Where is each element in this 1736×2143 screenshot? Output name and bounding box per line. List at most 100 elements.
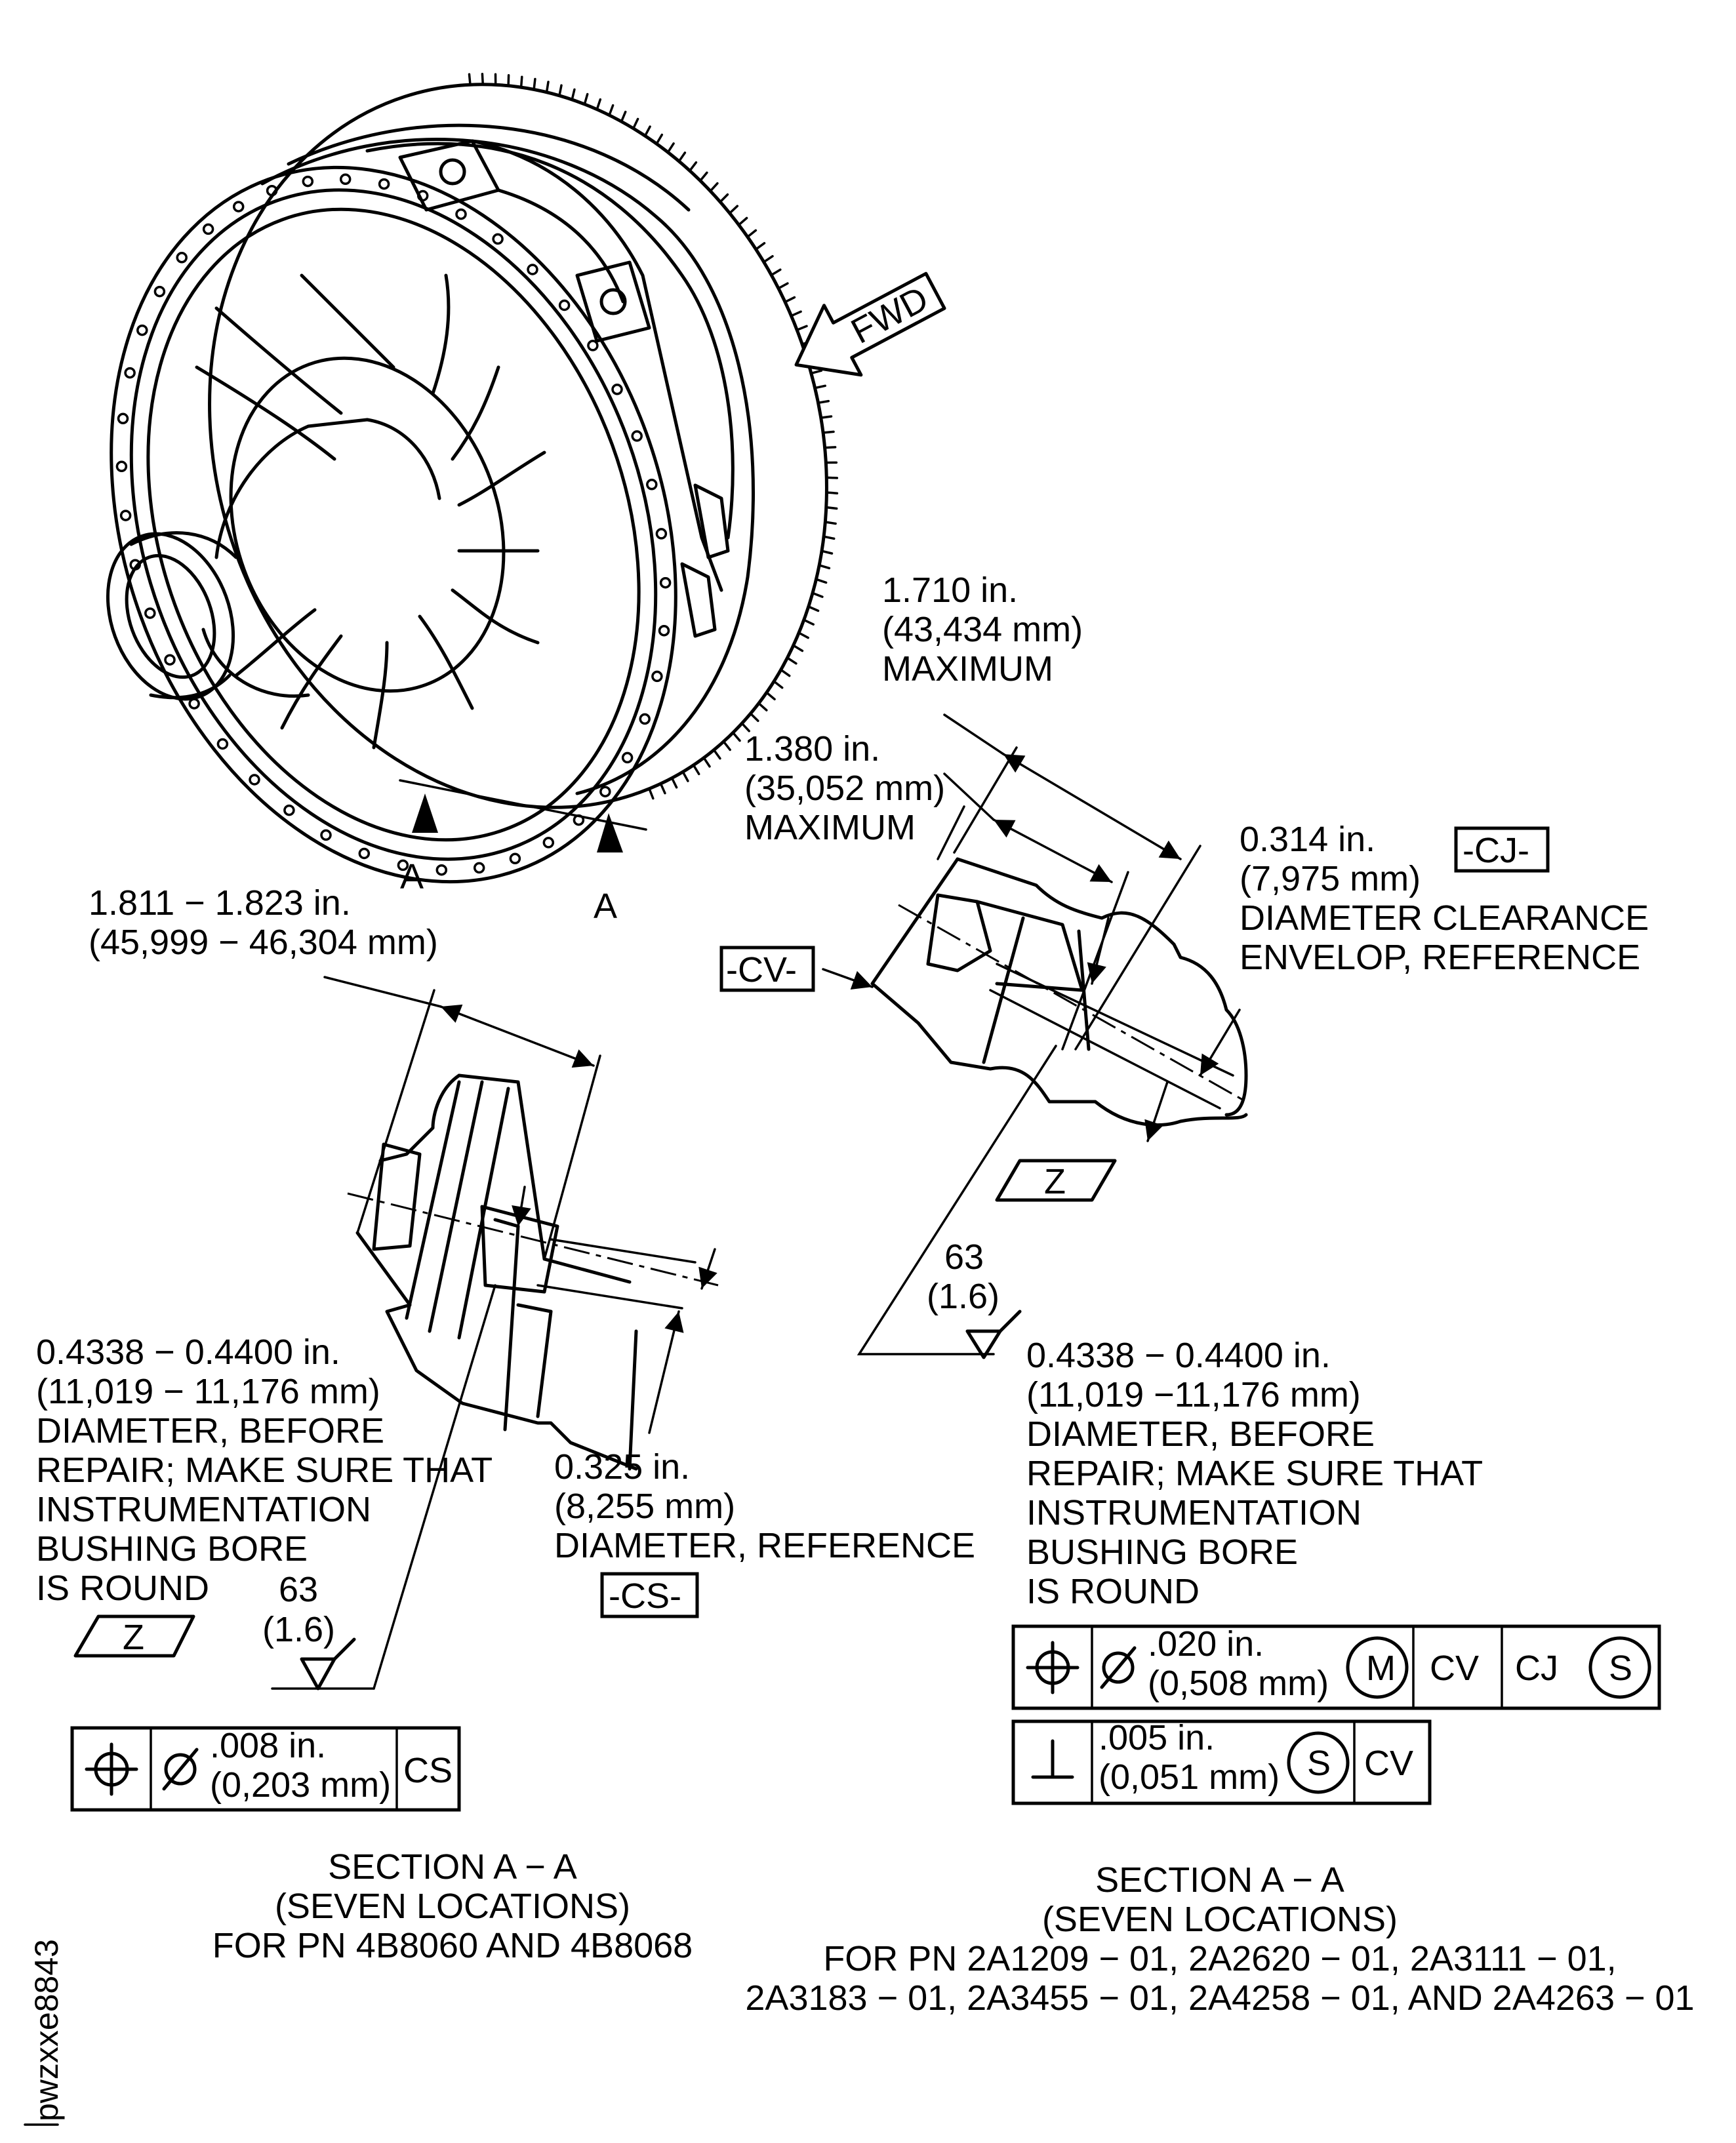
gear-tooth	[731, 731, 741, 742]
bolt-hole	[435, 864, 448, 876]
figure-id: pwzxxe8843	[24, 1939, 65, 2126]
bore-note-right-line: DIAMETER, BEFORE	[1026, 1414, 1375, 1454]
bolt-hole	[655, 528, 668, 540]
bolt-hole	[358, 847, 371, 860]
fwd-label: FWD	[845, 279, 935, 351]
bolt-hole	[621, 751, 634, 764]
finish-value-left: 63	[279, 1570, 318, 1609]
datum-z-left	[73, 1614, 195, 1658]
gear-tooth	[790, 310, 802, 317]
bolt-hole	[473, 862, 485, 874]
dim-1710-note: MAXIMUM	[882, 649, 1053, 689]
position-symbol	[1026, 1641, 1080, 1694]
gear-tooth	[784, 296, 796, 304]
bore-note-right-line: INSTRUMENTATION	[1026, 1493, 1362, 1532]
dim-1380-in: 1.380 in.	[744, 729, 880, 769]
dim-0325-note: DIAMETER, REFERENCE	[554, 1526, 975, 1565]
gear-tooth	[792, 644, 804, 652]
gear-tooth	[688, 161, 698, 172]
gear-tooth	[519, 75, 523, 89]
bolt-hole	[339, 173, 352, 186]
bolt-hole	[216, 738, 229, 750]
bore-note-left-line: DIAMETER, BEFORE	[36, 1411, 384, 1451]
bolt-hole	[631, 430, 643, 442]
gear-tooth	[818, 564, 831, 570]
gear-tooth	[811, 591, 824, 598]
bolt-hole	[599, 786, 611, 797]
gear-tooth	[797, 631, 809, 639]
bolt-hole	[176, 252, 188, 264]
bolt-hole	[320, 829, 332, 841]
datum-cs-box	[600, 1572, 699, 1618]
dim-0314-line3: DIAMETER CLEARANCE	[1240, 898, 1649, 938]
finish-metric-right: (1.6)	[927, 1277, 999, 1316]
bolt-hole	[283, 804, 295, 816]
gear-tooth	[825, 476, 839, 479]
bore-note-left-line: REPAIR; MAKE SURE THAT	[36, 1451, 493, 1490]
position-symbol	[85, 1742, 138, 1796]
bore-note-left-line: IS ROUND	[36, 1569, 209, 1608]
diameter-symbol	[162, 1748, 199, 1791]
svg-text:.008 in.: .008 in.	[210, 1726, 326, 1765]
section-arrow-label-left: A	[400, 857, 424, 896]
gear-tooth	[545, 81, 550, 94]
gear-tooth	[583, 92, 589, 106]
gear-tooth	[773, 680, 784, 689]
bore-note-left-line: INSTRUMENTATION	[36, 1490, 371, 1529]
turbine-assembly-illustration: FWD A A	[106, 73, 946, 926]
gear-tooth	[749, 712, 759, 723]
bore-note-right-line: REPAIR; MAKE SURE THAT	[1026, 1454, 1483, 1493]
gear-tooth	[677, 151, 687, 163]
finish-metric-left: (1.6)	[262, 1610, 335, 1649]
svg-text:S: S	[1307, 1744, 1331, 1783]
diameter-symbol	[1100, 1646, 1137, 1689]
bore-note-right-line: (11,019 −11,176 mm)	[1026, 1375, 1361, 1414]
gear-tooth	[728, 205, 739, 214]
gear-tooth	[815, 578, 828, 584]
bolt-hole	[232, 201, 245, 212]
gear-tooth	[692, 763, 700, 776]
gear-tooth	[722, 740, 731, 751]
bolt-hole	[509, 852, 521, 865]
bore-note-right: 0.4338 − 0.4400 in.(11,019 −11,176 mm)DI…	[1026, 1336, 1483, 1611]
bolt-hole	[455, 208, 467, 220]
svg-text:M: M	[1366, 1649, 1396, 1688]
gear-tooth	[765, 691, 776, 701]
bolt-hole	[188, 698, 200, 710]
gear-tooth	[825, 491, 839, 494]
gear-tooth	[825, 506, 838, 510]
bolt-hole	[416, 190, 429, 202]
finish-value-right: 63	[944, 1237, 984, 1277]
bolt-hole	[646, 479, 658, 491]
gear-tooth	[822, 535, 836, 540]
svg-text:.020 in.: .020 in.	[1148, 1624, 1264, 1664]
gear-tooth	[777, 282, 789, 290]
bolt-hole	[587, 340, 599, 351]
gear-tooth	[754, 242, 766, 250]
gear-tooth	[737, 216, 748, 226]
bolt-hole	[527, 264, 538, 275]
gear-tooth	[813, 384, 826, 390]
gear-tooth	[712, 748, 721, 760]
datum-cv: -CV-	[726, 950, 797, 990]
dim-1710-mm: (43,434 mm)	[882, 610, 1083, 649]
gear-tooth	[655, 133, 664, 146]
bolt-hole	[144, 607, 156, 619]
bore-note-left-line: 0.4338 − 0.4400 in.	[36, 1332, 340, 1372]
bolt-hole	[558, 299, 571, 311]
bore-note-left-line: (11,019 − 11,176 mm)	[36, 1372, 380, 1411]
dim-0314-line4: ENVELOP, REFERENCE	[1240, 938, 1640, 977]
svg-text:CV: CV	[1430, 1649, 1479, 1688]
bolt-hole	[115, 460, 128, 473]
gear-tooth	[571, 88, 576, 101]
svg-text:pwzxxe8843: pwzxxe8843	[28, 1939, 65, 2121]
right-section-view: 1.710 in. (43,434 mm) MAXIMUM 1.380 in. …	[719, 571, 1695, 2018]
gear-tooth	[681, 771, 689, 782]
gear-tooth	[824, 521, 837, 525]
dim-1710-in: 1.710 in.	[882, 571, 1018, 610]
bolt-hole	[164, 654, 176, 666]
gear-tooth	[507, 73, 510, 87]
dim-1380-mm: (35,052 mm)	[744, 769, 945, 808]
gear-tooth	[648, 787, 655, 800]
